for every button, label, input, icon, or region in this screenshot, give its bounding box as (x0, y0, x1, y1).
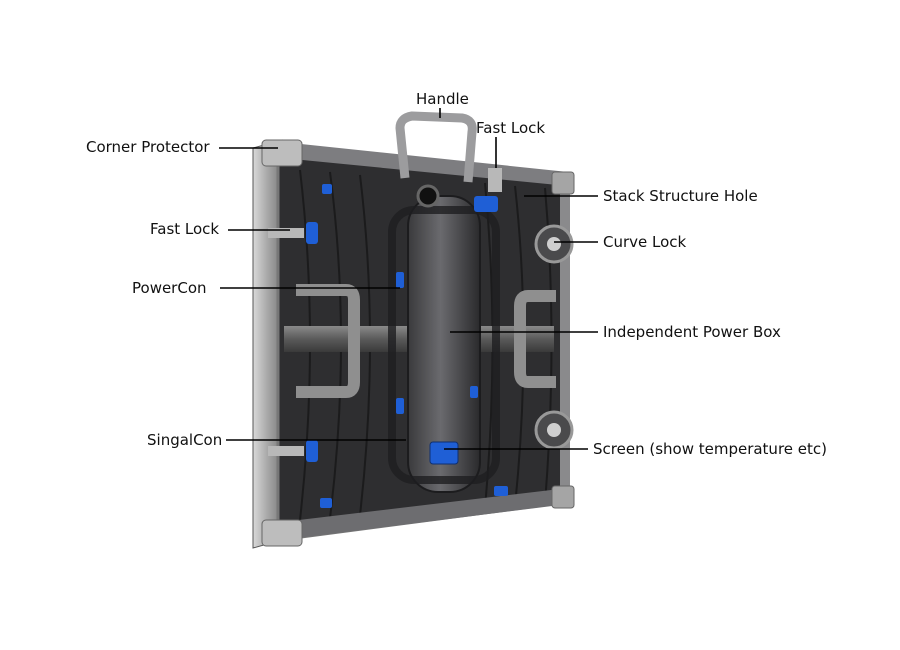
label-handle: Handle (416, 90, 469, 108)
label-fast-lock-left: Fast Lock (150, 220, 220, 238)
label-screen: Screen (show temperature etc) (593, 440, 827, 458)
label-fast-lock-top: Fast Lock (476, 119, 546, 137)
label-singalcon: SingalCon (147, 431, 223, 449)
label-independent-power-box: Independent Power Box (603, 323, 781, 341)
fast-lock-top (488, 168, 502, 192)
cabinet (252, 111, 575, 549)
status-screen (429, 441, 459, 465)
corner-protector-right-top (551, 171, 575, 195)
fast-lock-left-bottom (268, 446, 304, 456)
right-frame-edge (560, 178, 570, 504)
handle (395, 111, 477, 183)
blue-accents (306, 184, 508, 508)
power-box (407, 195, 481, 493)
left-loop (296, 284, 360, 398)
curve-lock-bottom (534, 410, 574, 450)
label-powercon: PowerCon (132, 279, 207, 297)
right-loop (514, 290, 556, 388)
corner-protector-right-bottom (551, 485, 575, 509)
fast-lock-left-top (268, 228, 304, 238)
leader-lines (219, 108, 598, 450)
power-box-housing (388, 206, 500, 484)
corner-protector-bottom (261, 519, 303, 547)
curve-lock-top (534, 224, 574, 264)
stack-structure-hole (416, 184, 440, 208)
label-curve-lock: Curve Lock (603, 233, 687, 251)
bottom-rail (282, 488, 568, 540)
corner-protector-top (261, 139, 303, 167)
label-corner-protector: Corner Protector (86, 138, 210, 156)
label-stack-structure-hole: Stack Structure Hole (603, 187, 758, 205)
